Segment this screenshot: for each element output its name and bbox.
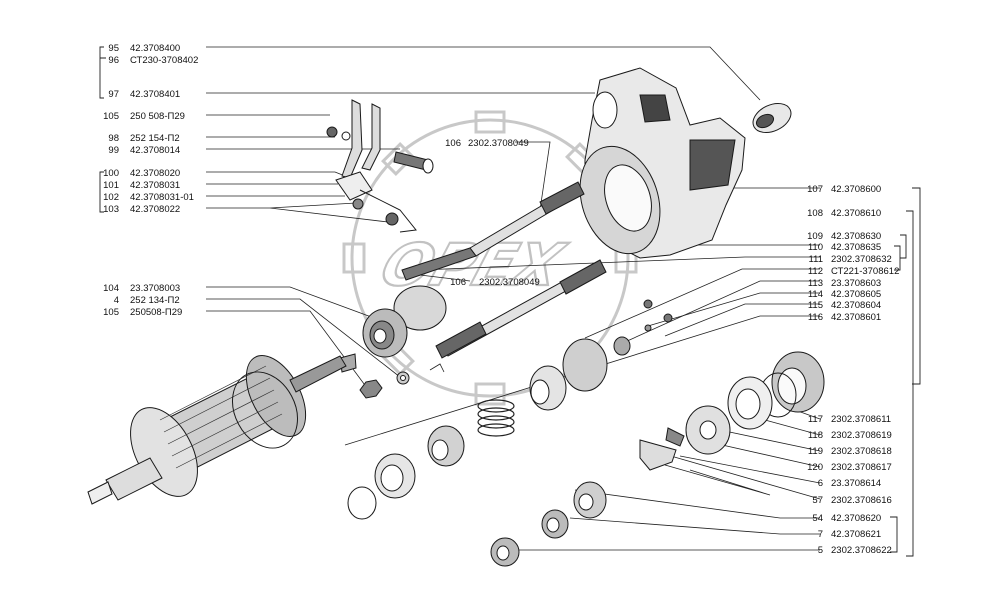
right-callouts: 107 42.3708600 108 42.3708610 109 42.370… bbox=[807, 184, 899, 556]
callout-code: 2302.3708618 bbox=[831, 446, 892, 457]
callout-code: 2302.3708622 bbox=[831, 545, 892, 556]
callout-code: 42.3708401 bbox=[130, 89, 180, 100]
part-drive-pinion bbox=[362, 285, 447, 358]
callout-code: 42.3708630 bbox=[831, 231, 881, 242]
callout-code: 250508-П29 bbox=[130, 307, 182, 318]
callout-code: 42.3708604 bbox=[831, 300, 881, 311]
callout-code: 250 508-П29 bbox=[130, 111, 185, 122]
callout-code: 252 134-П2 bbox=[130, 295, 180, 306]
callout-num: 99 bbox=[108, 145, 119, 156]
callout-num: 98 bbox=[108, 133, 119, 144]
right-brackets bbox=[890, 187, 921, 557]
callout-code: 2302.3708617 bbox=[831, 462, 892, 473]
callout-num: 106 bbox=[445, 138, 461, 149]
callout-num: 114 bbox=[808, 289, 823, 300]
callout-num: 103 bbox=[103, 204, 119, 215]
callout-num: 97 bbox=[108, 89, 119, 100]
callout-num: 105 bbox=[103, 307, 119, 318]
callout-code: 2302.3708632 bbox=[831, 254, 892, 265]
callout-num: 5 bbox=[818, 545, 823, 556]
callout-num: 105 bbox=[103, 111, 119, 122]
callout-code: 2302.3708616 bbox=[831, 495, 892, 506]
callout-num: 7 bbox=[818, 529, 823, 540]
part-pinion-gear-small bbox=[490, 481, 607, 567]
part-drive-end-housing bbox=[579, 67, 746, 259]
callout-num: 95 bbox=[108, 43, 119, 54]
callout-code: 42.3708610 bbox=[831, 208, 881, 219]
callout-num: 57 bbox=[812, 495, 823, 506]
callout-code: 42.3708020 bbox=[130, 168, 180, 179]
part-bushing-95 bbox=[752, 102, 792, 134]
part-fork-levers bbox=[326, 99, 434, 233]
callout-code: 23.3708614 bbox=[831, 478, 881, 489]
callout-code: 42.3708621 bbox=[831, 529, 881, 540]
callout-num: 112 bbox=[808, 266, 823, 277]
callout-code: 42.3708022 bbox=[130, 204, 180, 215]
left-callouts: 95 42.3708400 96 СТ230-3708402 97 42.370… bbox=[103, 43, 198, 318]
part-tie-bolt-lower bbox=[435, 259, 607, 359]
part-spring bbox=[477, 399, 515, 437]
callout-code: 42.3708600 bbox=[831, 184, 881, 195]
callout-num: 117 bbox=[808, 414, 823, 425]
callout-num: 101 bbox=[103, 180, 119, 191]
part-bearing-assembly bbox=[529, 299, 673, 411]
callout-code: 23.3708003 bbox=[130, 283, 180, 294]
callout-num: 100 bbox=[103, 168, 119, 179]
callout-code: СТ221-3708612 bbox=[831, 266, 899, 277]
callout-num: 107 bbox=[807, 184, 823, 195]
callout-code: 2302.3708611 bbox=[831, 414, 891, 425]
callout-num: 104 bbox=[103, 283, 119, 294]
callout-code: 23.3708603 bbox=[831, 278, 881, 289]
callout-num: 6 bbox=[818, 478, 823, 489]
callout-code: 42.3708601 bbox=[831, 312, 881, 323]
callout-code: 252 154-П2 bbox=[130, 133, 180, 144]
callout-num: 113 bbox=[808, 278, 823, 289]
callout-num: 120 bbox=[807, 462, 823, 473]
callout-num: 54 bbox=[812, 513, 823, 524]
callout-code: 42.3708014 bbox=[130, 145, 180, 156]
watermark-text: OPEX bbox=[373, 232, 574, 299]
callout-code: 42.3708605 bbox=[831, 289, 881, 300]
callout-num: 111 bbox=[809, 254, 823, 265]
part-armature bbox=[87, 355, 347, 505]
callout-code: 2302.3708049 bbox=[479, 277, 540, 288]
callout-num: 118 bbox=[808, 430, 823, 441]
callout-num: 116 bbox=[808, 312, 823, 323]
callout-num: 119 bbox=[808, 446, 823, 457]
callout-code: 2302.3708049 bbox=[468, 138, 529, 149]
part-retainer-plate bbox=[639, 405, 731, 471]
callout-num: 96 bbox=[108, 55, 119, 66]
part-clutch-cover bbox=[727, 351, 825, 430]
part-collar-and-ring bbox=[347, 425, 465, 520]
callout-num: 4 bbox=[114, 295, 119, 306]
callout-num: 115 bbox=[808, 300, 823, 311]
callout-code: 2302.3708619 bbox=[831, 430, 892, 441]
callout-num: 108 bbox=[807, 208, 823, 219]
callout-num: 102 bbox=[103, 192, 119, 203]
middle-callouts: 106 2302.3708049 106 2302.3708049 bbox=[445, 138, 540, 288]
callout-code: СТ230-3708402 bbox=[130, 55, 198, 66]
callout-code: 42.3708031-01 bbox=[130, 192, 194, 203]
callout-num: 109 bbox=[807, 231, 823, 242]
callout-num: 110 bbox=[808, 242, 823, 253]
callout-code: 42.3708635 bbox=[831, 242, 881, 253]
left-brackets bbox=[99, 46, 106, 213]
part-pointer-arrow bbox=[429, 363, 445, 373]
callout-num: 106 bbox=[450, 277, 466, 288]
callout-code: 42.3708400 bbox=[130, 43, 180, 54]
part-tie-bolt-upper bbox=[401, 181, 585, 281]
callout-code: 42.3708031 bbox=[130, 180, 180, 191]
callout-code: 42.3708620 bbox=[831, 513, 881, 524]
